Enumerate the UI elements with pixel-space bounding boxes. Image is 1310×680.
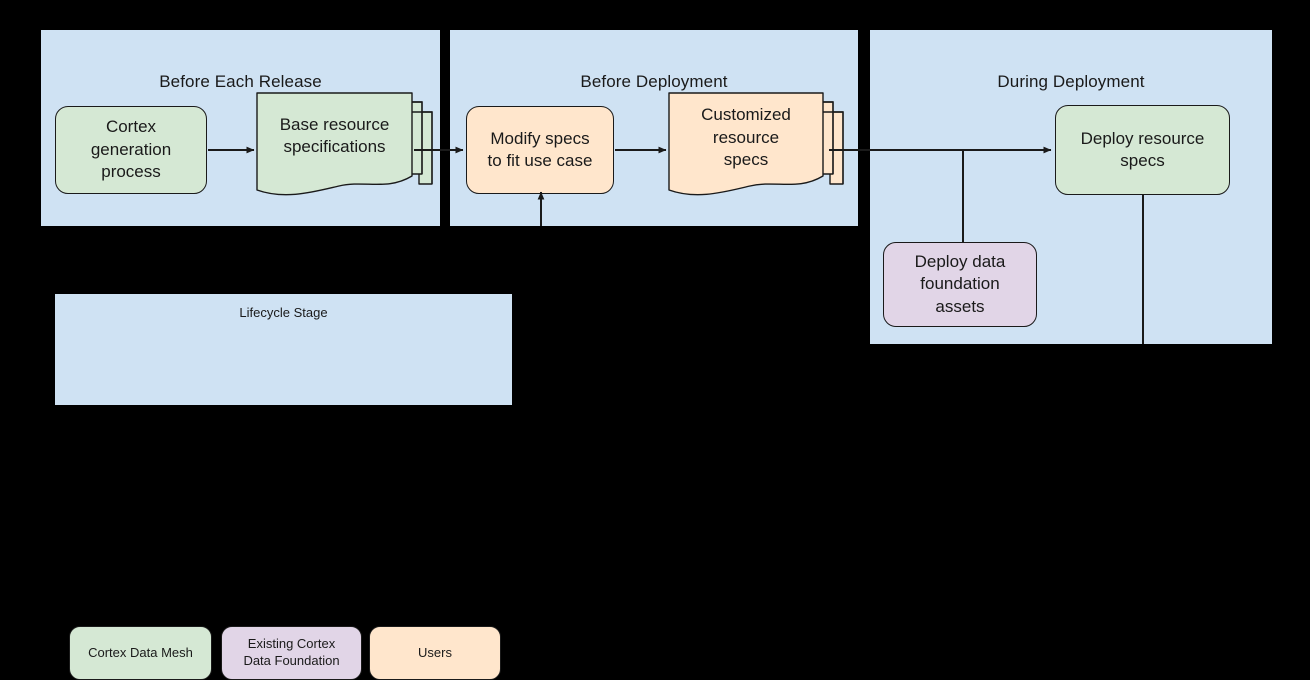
panel-title-during-deployment: During Deployment <box>997 72 1145 91</box>
legend-item-existing-cortex-data-foundation[interactable]: Existing Cortex Data Foundation <box>221 626 362 680</box>
node-deploy-resource-specs[interactable]: Deploy resource specs <box>1055 105 1230 195</box>
node-label-deploy-data-foundation-assets: Deploy data foundation assets <box>914 251 1006 316</box>
legend-item-users[interactable]: Users <box>369 626 501 680</box>
node-label-deploy-resource-specs: Deploy resource specs <box>1080 128 1205 170</box>
node-customized-resource-specs[interactable]: Customized resource specs <box>661 88 846 206</box>
node-label-customized-resource-specs: Customized resource specs <box>701 105 791 170</box>
node-label-base-resource-specifications: Base resource specifications <box>279 114 390 156</box>
legend-label-users: Users <box>418 644 452 660</box>
legend-lifecycle-stage[interactable]: Lifecycle Stage Cortex Data Mesh Existin… <box>55 294 512 680</box>
node-label-cortex-generation-process: Cortex generation process <box>90 117 172 182</box>
base-resource-specifications-shape <box>256 92 433 196</box>
legend-item-cortex-data-mesh[interactable]: Cortex Data Mesh <box>69 626 212 680</box>
panel-title-before-each-release: Before Each Release <box>159 72 322 91</box>
legend-label-existing-cortex-data-foundation: Existing Cortex Data Foundation <box>243 636 340 668</box>
node-cortex-generation-process[interactable]: Cortex generation process <box>55 106 207 194</box>
legend-title: Lifecycle Stage <box>239 305 328 320</box>
node-base-resource-specifications[interactable]: Base resource specifications <box>247 88 435 206</box>
panel-title-before-deployment: Before Deployment <box>580 72 728 91</box>
node-label-modify-specs: Modify specs to fit use case <box>487 128 593 170</box>
legend-label-cortex-data-mesh: Cortex Data Mesh <box>88 644 193 660</box>
diagram-canvas: Before Each Release Cortex generation pr… <box>41 30 1272 680</box>
node-modify-specs[interactable]: Modify specs to fit use case <box>466 106 614 194</box>
node-deploy-data-foundation-assets[interactable]: Deploy data foundation assets <box>883 242 1037 327</box>
customized-resource-specs-shape <box>668 92 844 196</box>
